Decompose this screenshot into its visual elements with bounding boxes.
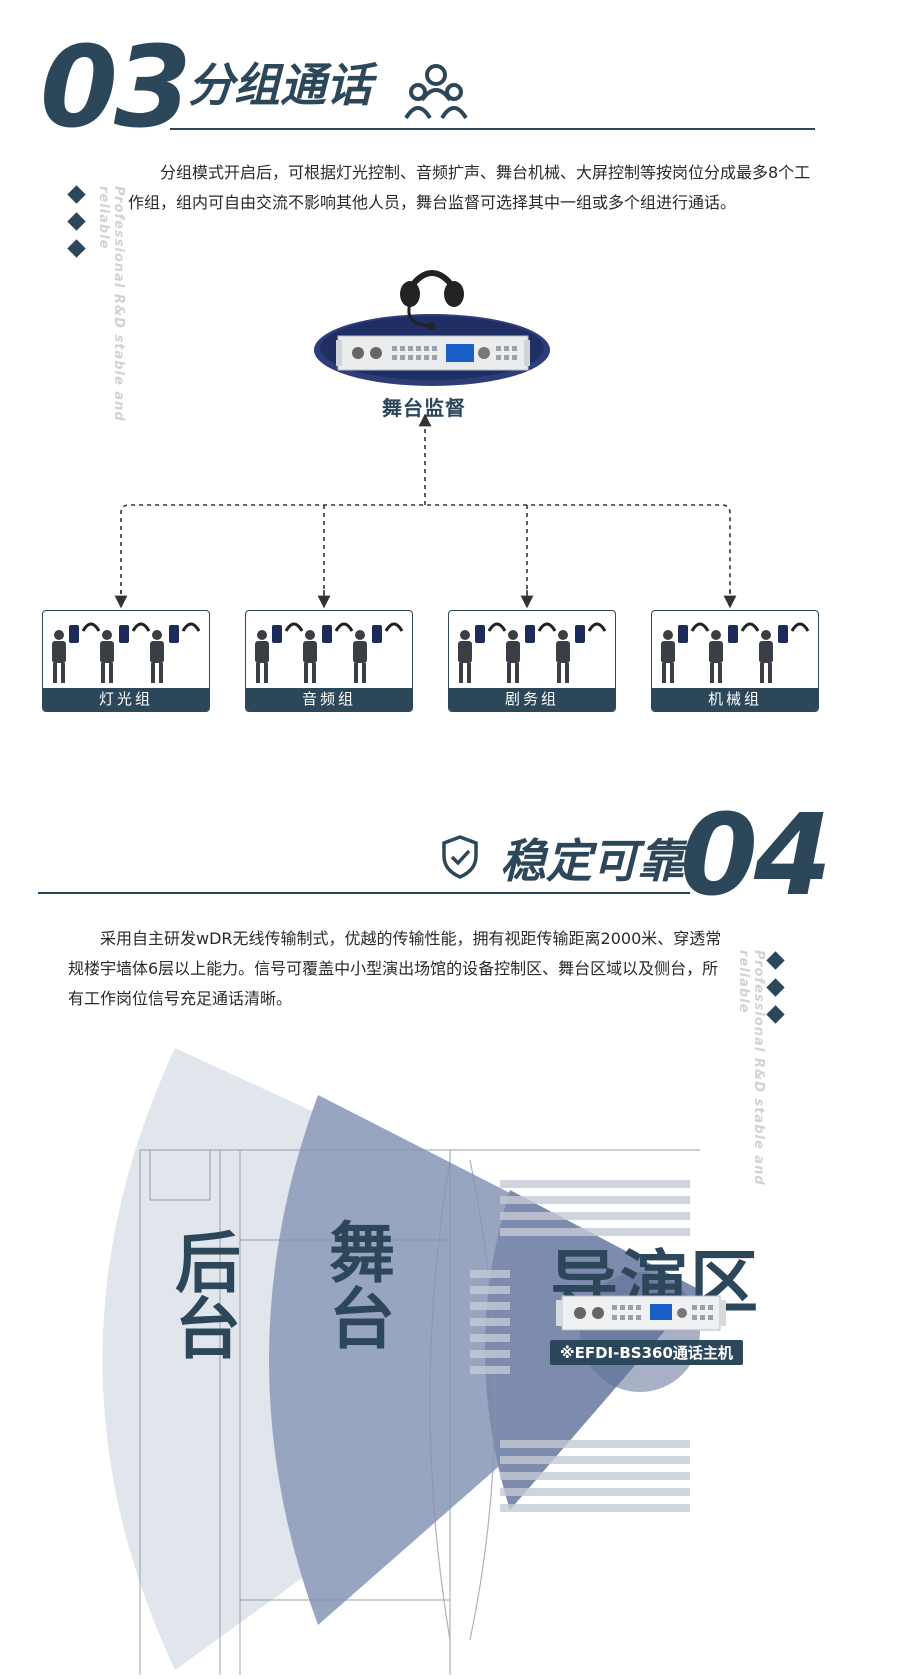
section-03-rule (170, 128, 815, 130)
people-group-icon (404, 62, 468, 122)
connection-diagram (0, 410, 910, 610)
staff-headset-illustration (661, 622, 810, 683)
stage-text: 舞台 (318, 1218, 395, 1350)
diamond-icon (766, 978, 785, 997)
diamond-list-right (766, 951, 785, 1024)
diamond-icon (67, 239, 86, 258)
group-label: 剧务组 (449, 688, 615, 711)
section-title-group-call: 分组通话 (188, 58, 372, 112)
section-04-rule (38, 892, 690, 894)
host-device-illustration (556, 1290, 726, 1336)
zone-label-stage: 舞台 (316, 1218, 396, 1368)
shield-check-icon (440, 834, 480, 880)
diamond-icon (766, 1005, 785, 1024)
signal-coverage-diagram (0, 1040, 910, 1679)
group-label: 机械组 (652, 688, 818, 711)
section-number-04: 04 (680, 791, 832, 921)
group-card-crew: 剧务组 (448, 610, 616, 712)
diamond-icon (67, 185, 86, 204)
zone-label-backstage: 后台 (162, 1228, 242, 1378)
diamond-list-left (67, 185, 86, 258)
staff-headset-illustration (255, 622, 404, 683)
backstage-text: 后台 (164, 1228, 241, 1360)
section-number-03: 03 (40, 23, 192, 153)
group-card-lighting: 灯光组 (42, 610, 210, 712)
group-label: 灯光组 (43, 688, 209, 711)
diamond-icon (766, 951, 785, 970)
supervisor-device-illustration (312, 258, 552, 388)
vertical-tagline-right: Professional R&D stable and reliable (736, 950, 766, 1186)
group-card-audio: 音频组 (245, 610, 413, 712)
staff-headset-illustration (458, 622, 607, 683)
section-title-reliable: 稳定可靠 (500, 834, 684, 888)
diamond-icon (67, 212, 86, 231)
section-04-paragraph: 采用自主研发wDR无线传输制式，优越的传输性能，拥有视距传输距离2000米、穿透… (68, 929, 722, 1008)
vertical-tagline-left: Professional R&D stable and reliable (96, 186, 126, 422)
device-caption: ※EFDI-BS360通话主机 (550, 1340, 743, 1365)
section-03-paragraph: 分组模式开启后，可根据灯光控制、音频扩声、舞台机械、大屏控制等按岗位分成最多8个… (128, 163, 811, 212)
staff-headset-illustration (52, 622, 201, 683)
group-card-mechanical: 机械组 (651, 610, 819, 712)
group-label: 音频组 (246, 688, 412, 711)
